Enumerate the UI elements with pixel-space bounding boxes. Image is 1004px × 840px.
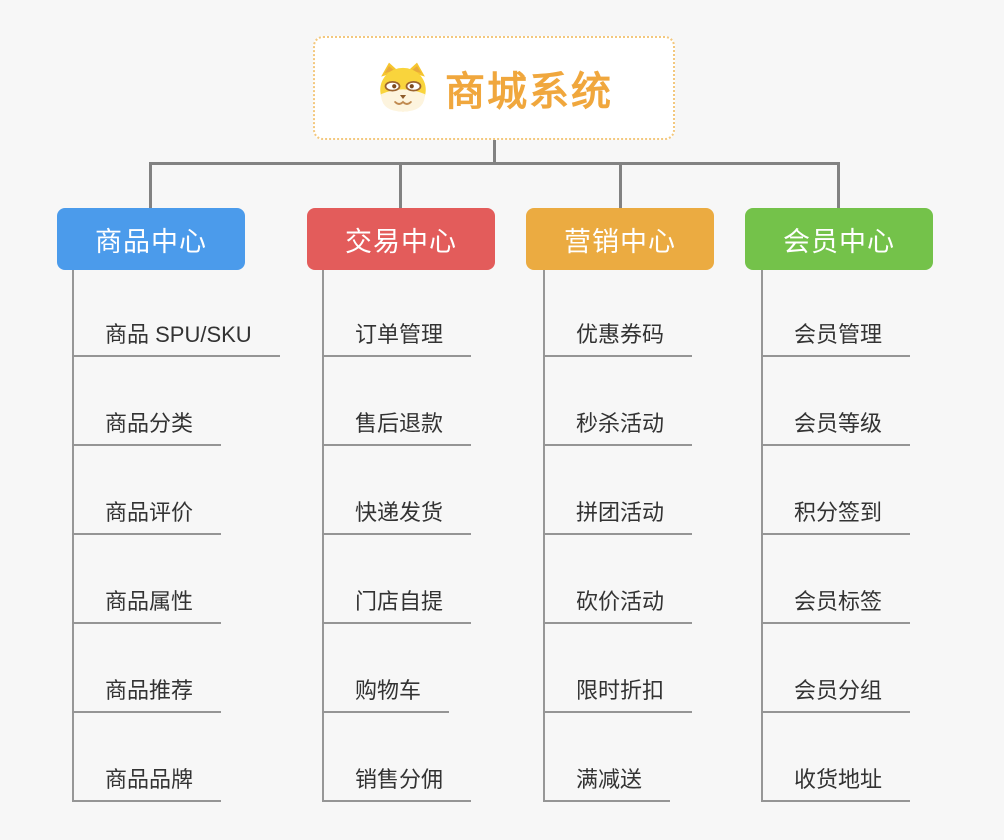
column-spine-member-center	[761, 270, 763, 801]
child-node[interactable]: 会员标签	[761, 584, 911, 624]
child-node[interactable]: 商品推荐	[72, 673, 222, 713]
child-node[interactable]: 会员等级	[761, 406, 911, 446]
branch-node-product-center[interactable]: 商品中心	[57, 208, 245, 270]
column-spine-product-center	[72, 270, 74, 801]
child-node[interactable]: 售后退款	[322, 406, 472, 446]
column-spine-trade-center	[322, 270, 324, 801]
child-node[interactable]: 商品 SPU/SKU	[72, 317, 280, 357]
branch-connector-horizontal	[149, 162, 840, 165]
child-node[interactable]: 门店自提	[322, 584, 472, 624]
child-node[interactable]: 限时折扣	[543, 673, 693, 713]
branch-label: 商品中心	[95, 226, 207, 257]
shiba-dog-icon	[375, 61, 431, 115]
child-node[interactable]: 会员分组	[761, 673, 911, 713]
root-node[interactable]: 商城系统	[313, 36, 675, 140]
child-node[interactable]: 商品分类	[72, 406, 222, 446]
branch-connector-stub	[619, 162, 622, 208]
root-connector-stub	[493, 140, 496, 164]
child-node[interactable]: 满减送	[543, 762, 671, 802]
child-node[interactable]: 秒杀活动	[543, 406, 693, 446]
branch-connector-stub	[837, 162, 840, 208]
child-node[interactable]: 优惠券码	[543, 317, 693, 357]
child-node[interactable]: 商品品牌	[72, 762, 222, 802]
root-title: 商城系统	[445, 70, 613, 114]
child-node[interactable]: 快递发货	[322, 495, 472, 535]
branch-label: 营销中心	[564, 226, 676, 257]
branch-node-marketing-center[interactable]: 营销中心	[526, 208, 714, 270]
child-node[interactable]: 拼团活动	[543, 495, 693, 535]
branch-connector-stub	[399, 162, 402, 208]
branch-label: 交易中心	[345, 226, 457, 257]
child-node[interactable]: 收货地址	[761, 762, 911, 802]
child-node[interactable]: 积分签到	[761, 495, 911, 535]
child-node[interactable]: 销售分佣	[322, 762, 472, 802]
child-node[interactable]: 商品评价	[72, 495, 222, 535]
child-node[interactable]: 商品属性	[72, 584, 222, 624]
column-spine-marketing-center	[543, 270, 545, 801]
child-node[interactable]: 会员管理	[761, 317, 911, 357]
branch-node-trade-center[interactable]: 交易中心	[307, 208, 495, 270]
child-node[interactable]: 订单管理	[322, 317, 472, 357]
branch-connector-stub	[149, 162, 152, 208]
child-node[interactable]: 购物车	[322, 673, 450, 713]
branch-node-member-center[interactable]: 会员中心	[745, 208, 933, 270]
branch-label: 会员中心	[783, 226, 895, 257]
child-node[interactable]: 砍价活动	[543, 584, 693, 624]
